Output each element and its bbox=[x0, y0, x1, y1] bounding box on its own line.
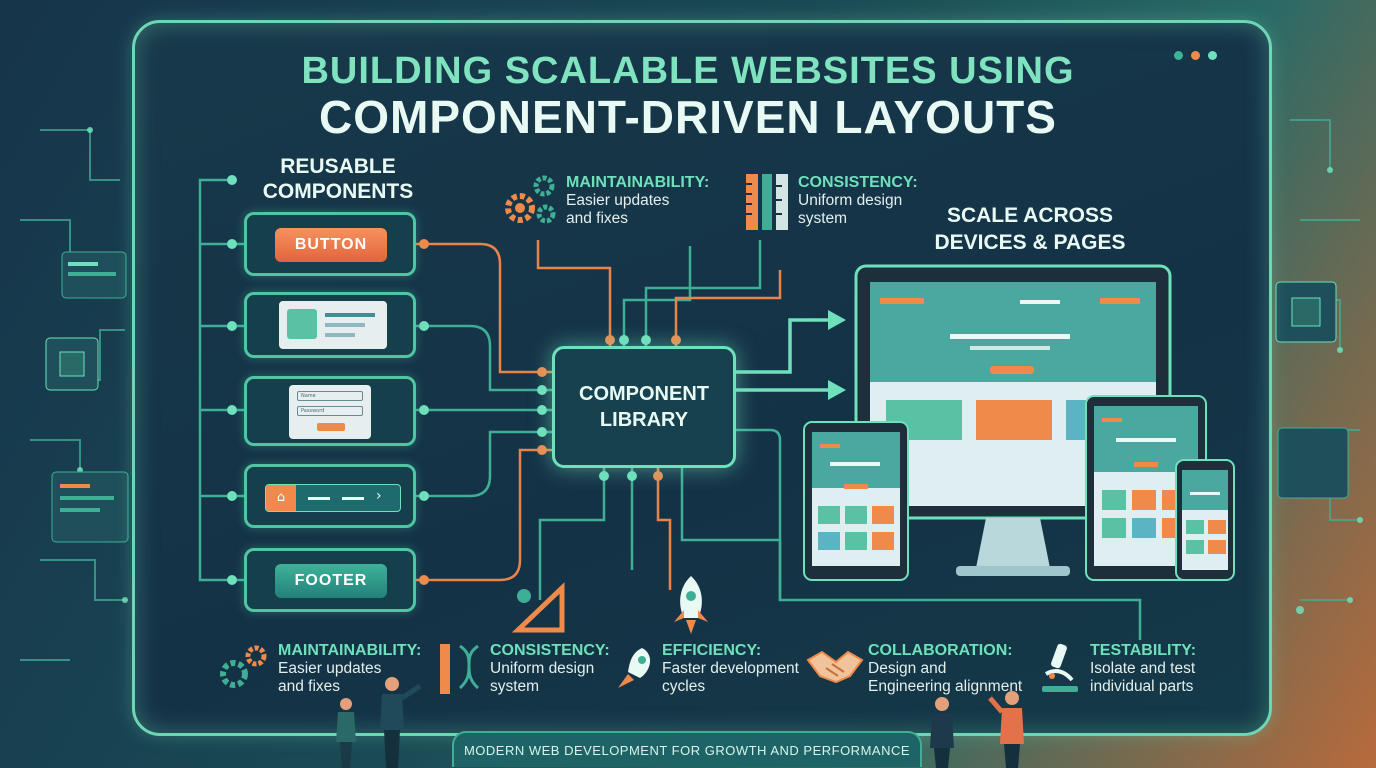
top-benefit-consistency: CONSISTENCY: Uniform design system bbox=[798, 174, 918, 228]
button-component-label: BUTTON bbox=[275, 228, 387, 262]
rocket-icon bbox=[674, 576, 708, 634]
window-dot bbox=[1191, 51, 1200, 60]
card-component-card[interactable] bbox=[244, 292, 416, 358]
nav-line bbox=[308, 497, 330, 500]
ruler-icon bbox=[746, 174, 788, 230]
bottom-benefit-collaboration: COLLABORATION: Design and Engineering al… bbox=[868, 642, 1022, 696]
people-left-illustration bbox=[336, 677, 422, 768]
footer-component-label: FOOTER bbox=[275, 564, 387, 598]
card-image-placeholder bbox=[287, 309, 317, 339]
button-component-card[interactable]: BUTTON bbox=[244, 212, 416, 276]
ruler-triangle-icon bbox=[512, 582, 565, 633]
navbar-component-card[interactable]: ⌂ › bbox=[244, 464, 416, 528]
handshake-icon bbox=[806, 650, 864, 684]
gears-icon bbox=[220, 645, 267, 688]
component-library-box[interactable]: COMPONENT LIBRARY bbox=[552, 346, 736, 468]
bottom-benefit-desc: Design and Engineering alignment bbox=[868, 660, 1023, 695]
bottom-benefit-desc: Easier updates and fixes bbox=[278, 660, 382, 695]
top-benefit-title: CONSISTENCY: bbox=[798, 174, 918, 191]
window-dot bbox=[1174, 51, 1183, 60]
top-benefit-desc: Uniform design system bbox=[798, 192, 903, 227]
reusable-components-heading: REUSABLE COMPONENTS bbox=[262, 155, 414, 203]
bottom-benefit-consistency: CONSISTENCY: Uniform design system bbox=[490, 642, 610, 696]
gears-icon bbox=[505, 175, 556, 224]
title-line-1: BUILDING SCALABLE WEBSITES USING bbox=[301, 50, 1075, 92]
rocket-icon bbox=[618, 648, 651, 688]
card-line bbox=[325, 323, 365, 327]
bottom-benefit-efficiency: EFFICIENCY: Faster development cycles bbox=[662, 642, 799, 696]
window-dots bbox=[1174, 51, 1217, 60]
navbar-preview: ⌂ › bbox=[265, 484, 401, 512]
bottom-benefit-desc: Isolate and test individual parts bbox=[1090, 660, 1196, 695]
scale-across-devices-heading: SCALE ACROSS DEVICES & PAGES bbox=[934, 204, 1126, 254]
form-password-field: Password bbox=[297, 406, 363, 416]
microscope-icon bbox=[1042, 643, 1078, 692]
bottom-benefit-title: EFFICIENCY: bbox=[662, 642, 762, 659]
bottom-benefit-testability: TESTABILITY: Isolate and test individual… bbox=[1090, 642, 1196, 696]
card-preview bbox=[279, 301, 387, 349]
people-right-illustration bbox=[930, 691, 1024, 768]
card-line bbox=[325, 313, 375, 317]
bottom-benefit-desc: Faster development cycles bbox=[662, 660, 799, 695]
nav-line bbox=[342, 497, 364, 500]
footer-banner: MODERN WEB DEVELOPMENT FOR GROWTH AND PE… bbox=[452, 731, 922, 767]
form-name-field: Name bbox=[297, 391, 363, 401]
bottom-benefit-maintainability: MAINTAINABILITY: Easier updates and fixe… bbox=[278, 642, 421, 696]
form-preview: Name Password bbox=[289, 385, 371, 439]
title-line-2: COMPONENT-DRIVEN LAYOUTS bbox=[319, 91, 1057, 143]
home-icon: ⌂ bbox=[266, 485, 296, 511]
form-component-card[interactable]: Name Password bbox=[244, 376, 416, 446]
window-dot bbox=[1208, 51, 1217, 60]
card-line bbox=[325, 333, 355, 337]
responsive-devices-illustration bbox=[803, 264, 1235, 581]
top-benefit-desc: Easier updates and fixes bbox=[566, 192, 670, 227]
bottom-benefit-desc: Uniform design system bbox=[490, 660, 595, 695]
bottom-benefit-title: TESTABILITY: bbox=[1090, 642, 1197, 659]
bottom-benefit-title: CONSISTENCY: bbox=[490, 642, 610, 659]
form-submit-button bbox=[317, 423, 345, 431]
ruler-dna-icon bbox=[440, 644, 480, 694]
top-benefit-maintainability: MAINTAINABILITY: Easier updates and fixe… bbox=[566, 174, 709, 228]
bottom-benefit-title: MAINTAINABILITY: bbox=[278, 642, 422, 659]
footer-component-card[interactable]: FOOTER bbox=[244, 548, 416, 612]
chevron-right-icon: › bbox=[376, 488, 382, 504]
top-benefit-title: MAINTAINABILITY: bbox=[566, 174, 710, 191]
bottom-benefit-title: COLLABORATION: bbox=[868, 642, 1013, 659]
